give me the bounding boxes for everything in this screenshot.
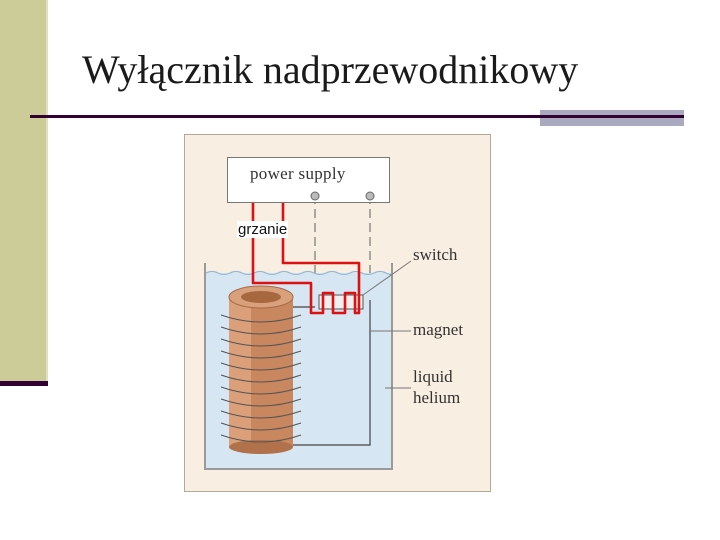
switch-label: switch xyxy=(413,245,458,264)
magnet-label: magnet xyxy=(413,320,464,339)
sidebar-decoration xyxy=(0,0,46,384)
magnet-coil-bottom xyxy=(229,440,293,454)
power-supply-terminals xyxy=(310,191,375,201)
slide-title: Wyłącznik nadprzewodnikowy xyxy=(82,47,579,92)
power-supply-label: power supply xyxy=(250,164,346,183)
helium-surface xyxy=(205,270,392,276)
superconducting-switch-diagram: power supply grzanie switch magnet liqui… xyxy=(184,134,491,492)
title-rule xyxy=(30,115,678,118)
sidebar-foot-line xyxy=(0,381,48,386)
dewar-vessel xyxy=(204,263,393,470)
heater-label: grzanie xyxy=(237,221,289,238)
title-rule-overlay xyxy=(540,115,684,118)
liquid-helium-label-line1: liquid xyxy=(413,367,453,386)
sidebar-edge xyxy=(46,0,48,386)
liquid-helium-label-line2: helium xyxy=(413,388,461,407)
magnet-coil-bore xyxy=(241,291,281,303)
coil-windings xyxy=(220,314,302,443)
switch-element xyxy=(318,294,364,310)
diagram-drawing xyxy=(204,195,412,470)
power-supply-box: power supply xyxy=(227,157,390,203)
switch-pointer xyxy=(362,260,412,296)
heater-wire xyxy=(251,199,361,315)
terminal-left xyxy=(310,191,320,201)
magnet-coil-highlight xyxy=(229,297,251,447)
terminal-right xyxy=(365,191,375,201)
title-rule-accent xyxy=(540,110,684,126)
